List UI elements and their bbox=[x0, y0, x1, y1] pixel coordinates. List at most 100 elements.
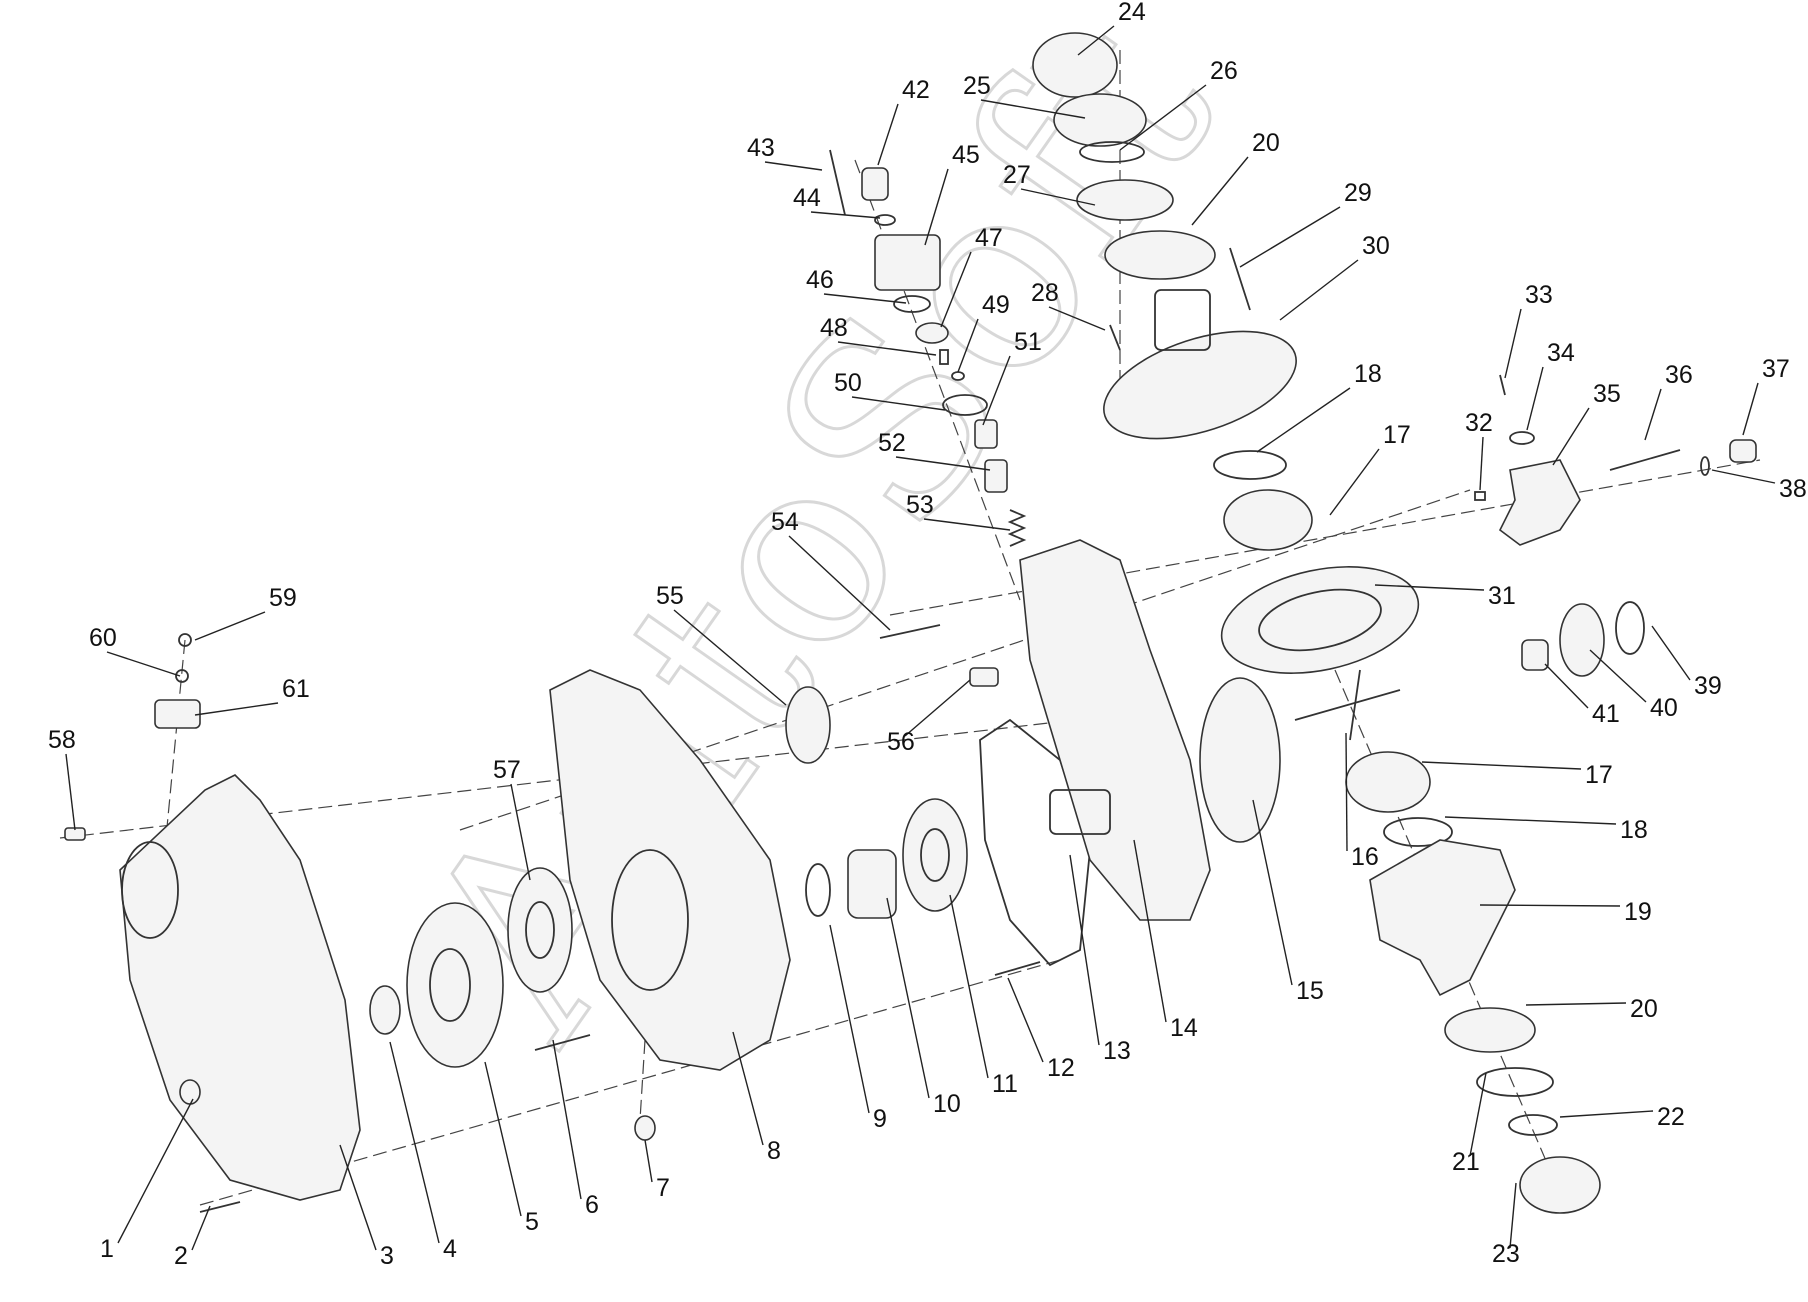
callout-label: 54 bbox=[771, 508, 799, 536]
bolt-12 bbox=[994, 961, 1041, 976]
main-housing-shaft bbox=[1049, 789, 1111, 835]
callout-52: 52 bbox=[878, 429, 991, 471]
callout-33: 33 bbox=[1504, 281, 1553, 379]
callout-49: 49 bbox=[957, 291, 1010, 373]
callout-26: 26 bbox=[1119, 57, 1238, 151]
callout-leader bbox=[1544, 663, 1589, 709]
callout-leader bbox=[194, 702, 279, 716]
shim-21 bbox=[1476, 1067, 1554, 1097]
callout-4: 4 bbox=[389, 1041, 457, 1263]
axis-upper bbox=[459, 489, 1471, 831]
main-housing bbox=[1019, 539, 1211, 921]
callout-leader bbox=[949, 894, 989, 1079]
callout-label: 31 bbox=[1488, 582, 1516, 610]
bushing-41 bbox=[1521, 639, 1549, 671]
callout-leader bbox=[1711, 469, 1776, 484]
callout-label: 50 bbox=[834, 369, 862, 397]
washer-18-upper bbox=[1213, 450, 1287, 480]
callout-leader bbox=[1526, 366, 1544, 431]
callout-leader bbox=[980, 99, 1086, 119]
o-ring-46 bbox=[893, 295, 931, 313]
callout-leader bbox=[644, 1139, 653, 1183]
callout-leader bbox=[788, 535, 891, 631]
differential-case-19 bbox=[1369, 839, 1516, 997]
callout-leader bbox=[923, 518, 1011, 531]
valve-51 bbox=[974, 419, 998, 449]
front-cover-opening bbox=[121, 841, 179, 939]
callout-55: 55 bbox=[656, 582, 787, 706]
cross-shaft-16 bbox=[1294, 689, 1401, 721]
callout-39: 39 bbox=[1651, 625, 1722, 700]
flange-30 bbox=[1103, 330, 1297, 440]
callout-label: 20 bbox=[1630, 995, 1658, 1023]
callout-leader bbox=[957, 318, 979, 373]
callout-label: 5 bbox=[525, 1208, 539, 1236]
bearing-11-bore bbox=[920, 828, 950, 882]
callout-label: 3 bbox=[380, 1242, 394, 1270]
callout-leader bbox=[1504, 308, 1522, 379]
callout-18: 18 bbox=[1444, 816, 1648, 844]
callout-label: 20 bbox=[1252, 129, 1280, 157]
drain-plug bbox=[634, 1115, 656, 1141]
front-cover bbox=[119, 774, 361, 1201]
spring-53 bbox=[1007, 509, 1027, 547]
callout-leader bbox=[1239, 206, 1341, 268]
pin-54 bbox=[879, 624, 941, 639]
callout-leader bbox=[924, 168, 949, 246]
callout-leader bbox=[106, 651, 181, 677]
callout-31: 31 bbox=[1374, 582, 1516, 610]
callout-22: 22 bbox=[1559, 1103, 1685, 1131]
input-gear-hub bbox=[429, 948, 471, 1022]
callout-label: 29 bbox=[1344, 179, 1372, 207]
callout-leader bbox=[1552, 407, 1590, 466]
callout-12: 12 bbox=[1007, 977, 1075, 1082]
callout-13: 13 bbox=[1069, 854, 1131, 1065]
callout-label: 40 bbox=[1650, 694, 1678, 722]
callout-leader bbox=[510, 783, 531, 881]
callout-18: 18 bbox=[1256, 360, 1382, 453]
callout-leader bbox=[1119, 84, 1207, 151]
callout-label: 18 bbox=[1620, 816, 1648, 844]
callout-label: 26 bbox=[1210, 57, 1238, 85]
ring-gear-31 bbox=[1220, 566, 1420, 674]
axis-sensor bbox=[159, 639, 186, 901]
callout-32: 32 bbox=[1465, 409, 1493, 491]
callout-29: 29 bbox=[1239, 179, 1372, 268]
sensor-61 bbox=[154, 699, 201, 729]
callout-leader bbox=[1020, 188, 1096, 206]
washer-18-lower bbox=[1383, 817, 1453, 847]
snap-ring-9 bbox=[805, 863, 831, 917]
callout-label: 61 bbox=[282, 675, 310, 703]
callout-label: 21 bbox=[1452, 1148, 1480, 1176]
callout-label: 35 bbox=[1593, 380, 1621, 408]
callout-36: 36 bbox=[1644, 361, 1693, 441]
bolt-28 bbox=[1109, 324, 1121, 351]
callout-28: 28 bbox=[1031, 279, 1106, 331]
callout-40: 40 bbox=[1589, 649, 1678, 722]
callout-label: 47 bbox=[975, 224, 1003, 252]
callout-label: 25 bbox=[963, 72, 991, 100]
callout-label: 44 bbox=[793, 184, 821, 212]
callout-leader bbox=[389, 1041, 440, 1244]
callout-label: 15 bbox=[1296, 977, 1324, 1005]
callout-leader bbox=[1559, 1110, 1654, 1118]
callout-leader bbox=[1048, 306, 1106, 331]
callout-label: 52 bbox=[878, 429, 906, 457]
bolt-29 bbox=[1229, 247, 1251, 311]
front-bearing-bore bbox=[525, 901, 555, 959]
callout-19: 19 bbox=[1479, 898, 1652, 926]
callout-leader bbox=[829, 924, 870, 1114]
pinion-gear-15 bbox=[1199, 677, 1281, 843]
actuator-body-45 bbox=[874, 234, 941, 291]
callout-label: 8 bbox=[767, 1137, 781, 1165]
callout-leader bbox=[1525, 1002, 1627, 1006]
callout-label: 12 bbox=[1047, 1054, 1075, 1082]
pin-32 bbox=[1474, 491, 1486, 501]
callout-24: 24 bbox=[1077, 0, 1146, 56]
callout-50: 50 bbox=[834, 369, 946, 411]
callout-16: 16 bbox=[1345, 732, 1379, 871]
callout-label: 18 bbox=[1354, 360, 1382, 388]
switch-42 bbox=[861, 167, 889, 201]
